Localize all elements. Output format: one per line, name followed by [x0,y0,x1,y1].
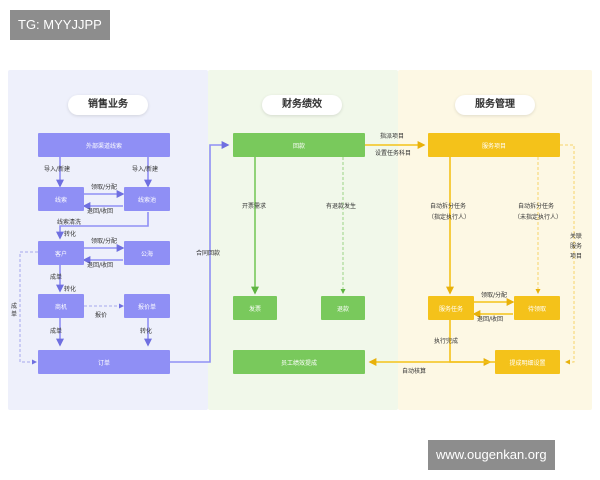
auto-split-label-1: 自动拆分任务 [430,203,467,210]
convert-label-1b: 转化 [64,286,77,293]
opportunity-box: 商机 [38,294,84,318]
convert-label-2: 转化 [140,328,153,335]
claim-assign-label-2: 领取/分配 [91,238,118,245]
import-new-label-1: 导入/新建 [44,166,71,173]
service-header: 服务管理 [455,95,535,115]
invoice-demand-label: 开票需求 [242,203,267,210]
auto-settle-label: 自动核算 [402,368,427,375]
return-recover-label-1: 退回/收回 [87,208,114,215]
link-label-2: 服务 [570,243,583,250]
convert-label-1: 转化 [64,231,77,238]
order-box: 订单 [38,350,170,374]
finance-header: 财务绩效 [262,95,342,115]
invoice-box: 发票 [233,296,277,320]
payment-box: 回款 [233,133,365,157]
settlement-box: 提成明细设置 [495,350,560,374]
refund-occur-label: 有退款发生 [326,203,357,210]
refund-box: 退款 [321,296,365,320]
service-project-box: 服务项目 [428,133,560,157]
service-task-box: 服务任务 [428,296,474,320]
sales-header: 销售业务 [68,95,148,115]
deal-side-label: 成单 [11,303,18,318]
pending-task-box: 待领取 [514,296,560,320]
performance-box: 员工绩效提成 [233,350,365,374]
customer-box: 客户 [38,241,84,265]
quote-link-label: 报价 [95,312,108,319]
public-sea-box: 公海 [124,241,170,265]
auto-split-label-2: 自动拆分任务 [518,203,555,210]
return-recover-label-2: 退回/收回 [87,262,114,269]
deal-label-1: 成单 [50,274,63,281]
contract-payment-label: 合同回款 [196,250,221,257]
watermark-bottom: www.ougenkan.org [428,440,555,470]
link-label-1: 关联 [570,233,583,240]
lead-pool-box: 线索池 [124,187,170,211]
watermark-top: TG: MYYJJPP [10,10,110,40]
auto-split-label-1b: （指定执行人） [428,214,471,221]
claim-assign-label-1: 领取/分配 [91,184,118,191]
assign-project-label: 指派项目 [380,133,405,140]
claim-assign-label-3: 领取/分配 [481,292,508,299]
quote-box: 报价单 [124,294,170,318]
auto-split-label-2b: （未指定执行人） [514,214,563,221]
lead-clean-label: 线索清洗 [57,219,82,226]
external-leads-box: 外部渠道线索 [38,133,170,157]
import-new-label-2: 导入/新建 [132,166,159,173]
exec-done-label: 执行完成 [434,338,459,345]
set-task-subject-label: 设置任务科目 [375,150,412,157]
return-recover-label-3: 退回/收回 [477,316,504,323]
deal-label-2: 成单 [50,328,63,335]
link-label-3: 项目 [570,253,583,260]
lead-box: 线索 [38,187,84,211]
